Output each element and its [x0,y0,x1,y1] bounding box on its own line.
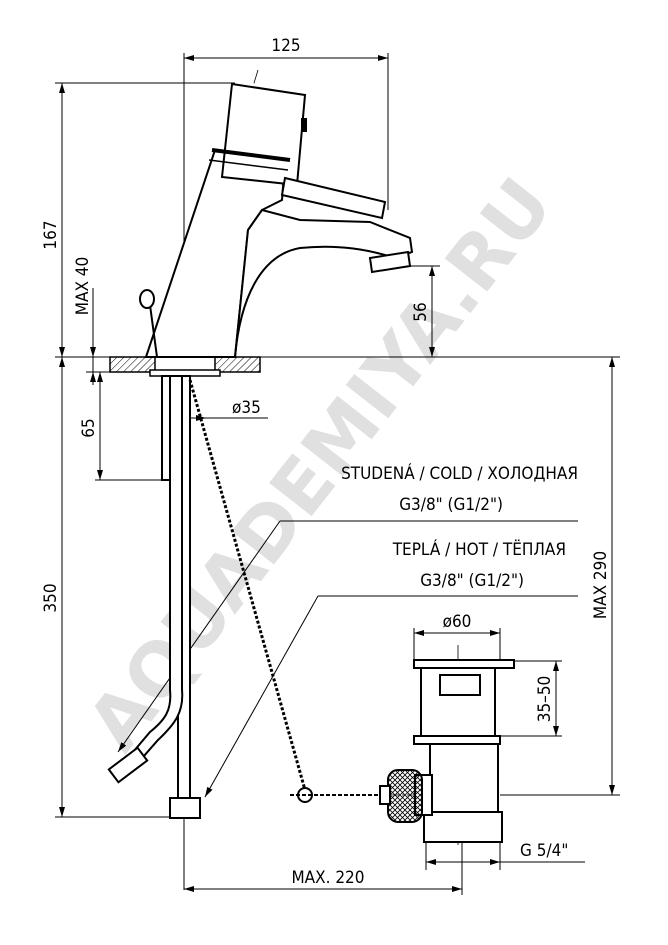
cold-spec: G3/8" (G1/2") [399,495,503,515]
dim-350: 350 [41,583,61,612]
dim-dia-60: ø60 [443,612,472,632]
dim-max-40: MAX 40 [73,257,93,315]
pop-up-waste [379,659,515,843]
supply-hoses [107,375,388,819]
hot-label: TEPLÁ / HOT / ТЁПЛАЯ [392,538,566,560]
cold-label: STUDENÁ / COLD / ХОЛОДНАЯ [341,462,578,484]
dim-56: 56 [411,302,431,321]
counter-top [109,356,261,377]
dim-max-290: MAX 290 [591,551,611,619]
dim-max-220: MAX. 220 [291,868,364,888]
hot-spec: G3/8" (G1/2") [420,571,524,591]
dim-thread: G 5/4" [520,841,568,861]
dim-65: 65 [79,418,99,437]
faucet-body [139,82,414,358]
dim-35-50: 35–50 [535,676,555,723]
dim-125: 125 [271,36,300,56]
dim-167: 167 [41,220,61,249]
connection-labels: STUDENÁ / COLD / ХОЛОДНАЯ G3/8" (G1/2") … [341,462,578,591]
dim-dia-35: ø35 [232,398,261,418]
dimension-lines [55,53,620,895]
dimension-texts: 125 167 MAX 40 56 65 ø35 350 MAX 290 ø60… [41,36,611,888]
